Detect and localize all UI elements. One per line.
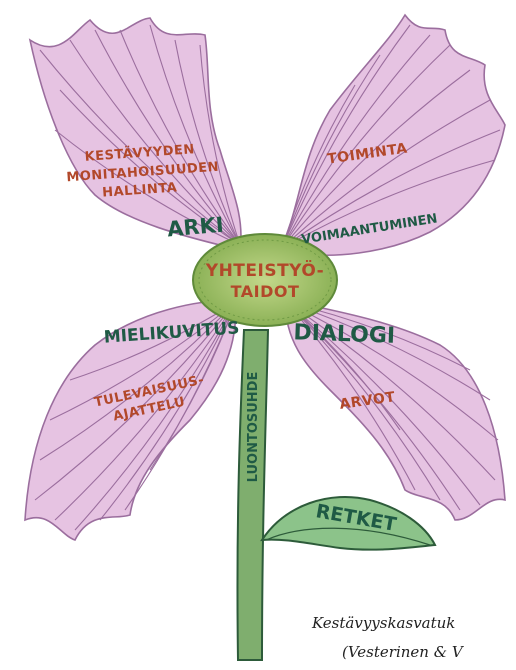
caption-line-2: (Vesterinen & V <box>342 643 463 661</box>
center-line-2: TAIDOT <box>231 282 300 301</box>
petal-top-left-label: ARKI <box>166 213 224 242</box>
stem-label: LUONTOSUHDE <box>246 372 261 483</box>
caption-line-1: Kestävyyskasvatuk <box>312 614 455 632</box>
petal-bottom-right-label: DIALOGI <box>293 320 395 349</box>
center-line-1: YHTEISTYÖ- <box>205 259 324 281</box>
